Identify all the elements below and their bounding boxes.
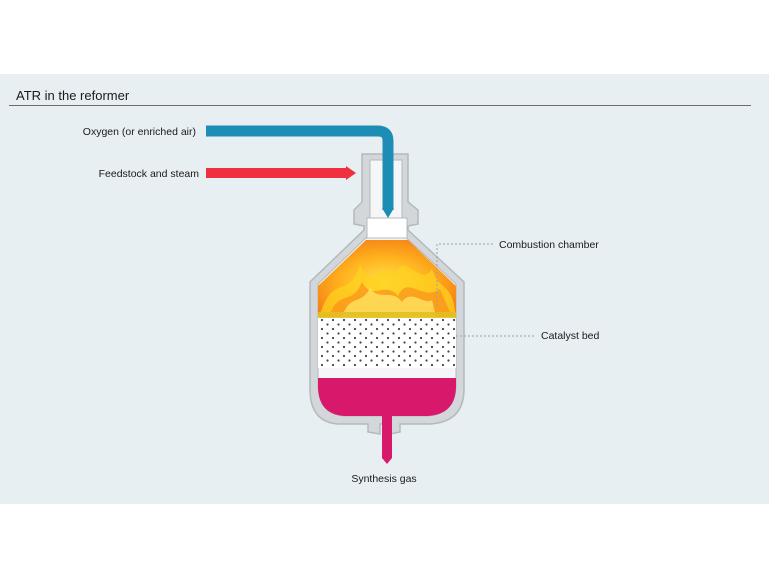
- combustion-chamber-label: Combustion chamber: [499, 239, 599, 251]
- oxygen-arrowhead: [382, 208, 394, 218]
- diagram-title: ATR in the reformer: [16, 88, 130, 103]
- reformer-diagram: Oxygen (or enriched air) Feedstock and s…: [83, 125, 600, 485]
- feedstock-pipe: [206, 168, 346, 178]
- combustion-leader: [436, 243, 494, 306]
- synthesis-gas-zone: [318, 378, 456, 416]
- feedstock-label: Feedstock and steam: [99, 168, 200, 180]
- distributor-plate: [318, 312, 456, 318]
- diagram-panel: ATR in the reformer: [0, 74, 769, 504]
- synthesis-gas-outlet: [382, 414, 392, 464]
- synthesis-gas-label: Synthesis gas: [351, 473, 416, 485]
- oxygen-label: Oxygen (or enriched air): [83, 126, 196, 138]
- title-divider: [9, 105, 751, 106]
- feedstock-arrowhead: [346, 166, 356, 180]
- oxygen-pipe: [206, 125, 394, 210]
- combustion-flame: [318, 240, 456, 317]
- catalyst-bed-label: Catalyst bed: [541, 330, 600, 342]
- mixing-nozzle: [366, 217, 408, 239]
